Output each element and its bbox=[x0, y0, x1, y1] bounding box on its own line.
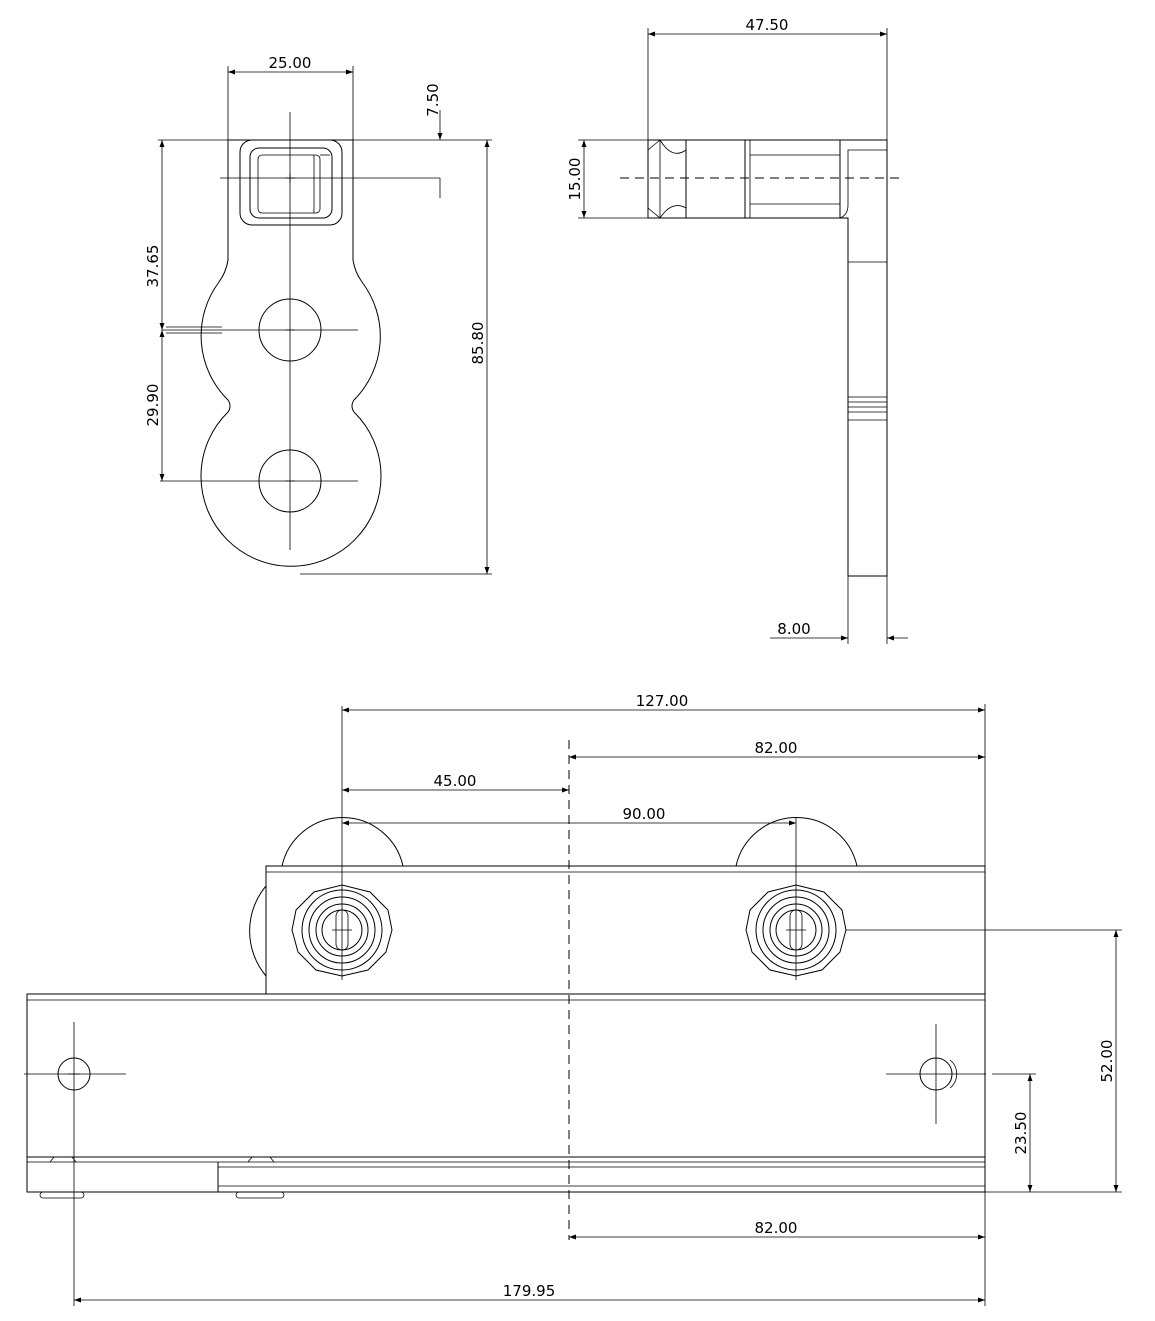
left-roller bbox=[281, 817, 404, 867]
front-slot-square bbox=[257, 154, 321, 214]
front-slot-outer bbox=[239, 139, 343, 226]
dim-bottom-roller-spacing-total: 127.00 bbox=[636, 692, 689, 710]
dim-bottom-hole-height: 23.50 bbox=[1012, 1112, 1030, 1155]
dim-front-height: 85.80 bbox=[469, 322, 487, 365]
dim-side-thickness: 8.00 bbox=[777, 620, 810, 638]
dim-bottom-overall-length: 179.95 bbox=[503, 1282, 556, 1300]
side-view-outline bbox=[647, 139, 888, 577]
dim-bottom-center-to-right-bottom: 82.00 bbox=[755, 1219, 798, 1237]
dim-front-width: 25.00 bbox=[269, 54, 312, 72]
dim-side-width: 47.50 bbox=[746, 16, 789, 34]
dim-bottom-left-to-center: 45.00 bbox=[434, 772, 477, 790]
front-center-marks bbox=[160, 112, 440, 550]
dim-bottom-right-height: 52.00 bbox=[1098, 1040, 1116, 1083]
front-view-outline bbox=[200, 139, 382, 567]
side-view: 47.50 15.00 8.00 bbox=[566, 16, 908, 644]
dim-front-slot-offset: 7.50 bbox=[424, 83, 442, 116]
front-slot-inner bbox=[249, 147, 333, 219]
dim-bottom-roller-pitch: 90.00 bbox=[623, 805, 666, 823]
bottom-view: 127.00 82.00 45.00 90.00 52.00 23.50 82.… bbox=[24, 692, 1122, 1306]
right-roller bbox=[735, 817, 858, 867]
front-view: 25.00 7.50 37.65 29.90 85.80 bbox=[144, 54, 492, 575]
dim-front-upper-spacing: 37.65 bbox=[144, 245, 162, 288]
dim-front-lower-spacing: 29.90 bbox=[144, 384, 162, 427]
dim-side-height: 15.00 bbox=[566, 158, 584, 201]
dim-bottom-center-to-right-top: 82.00 bbox=[755, 739, 798, 757]
